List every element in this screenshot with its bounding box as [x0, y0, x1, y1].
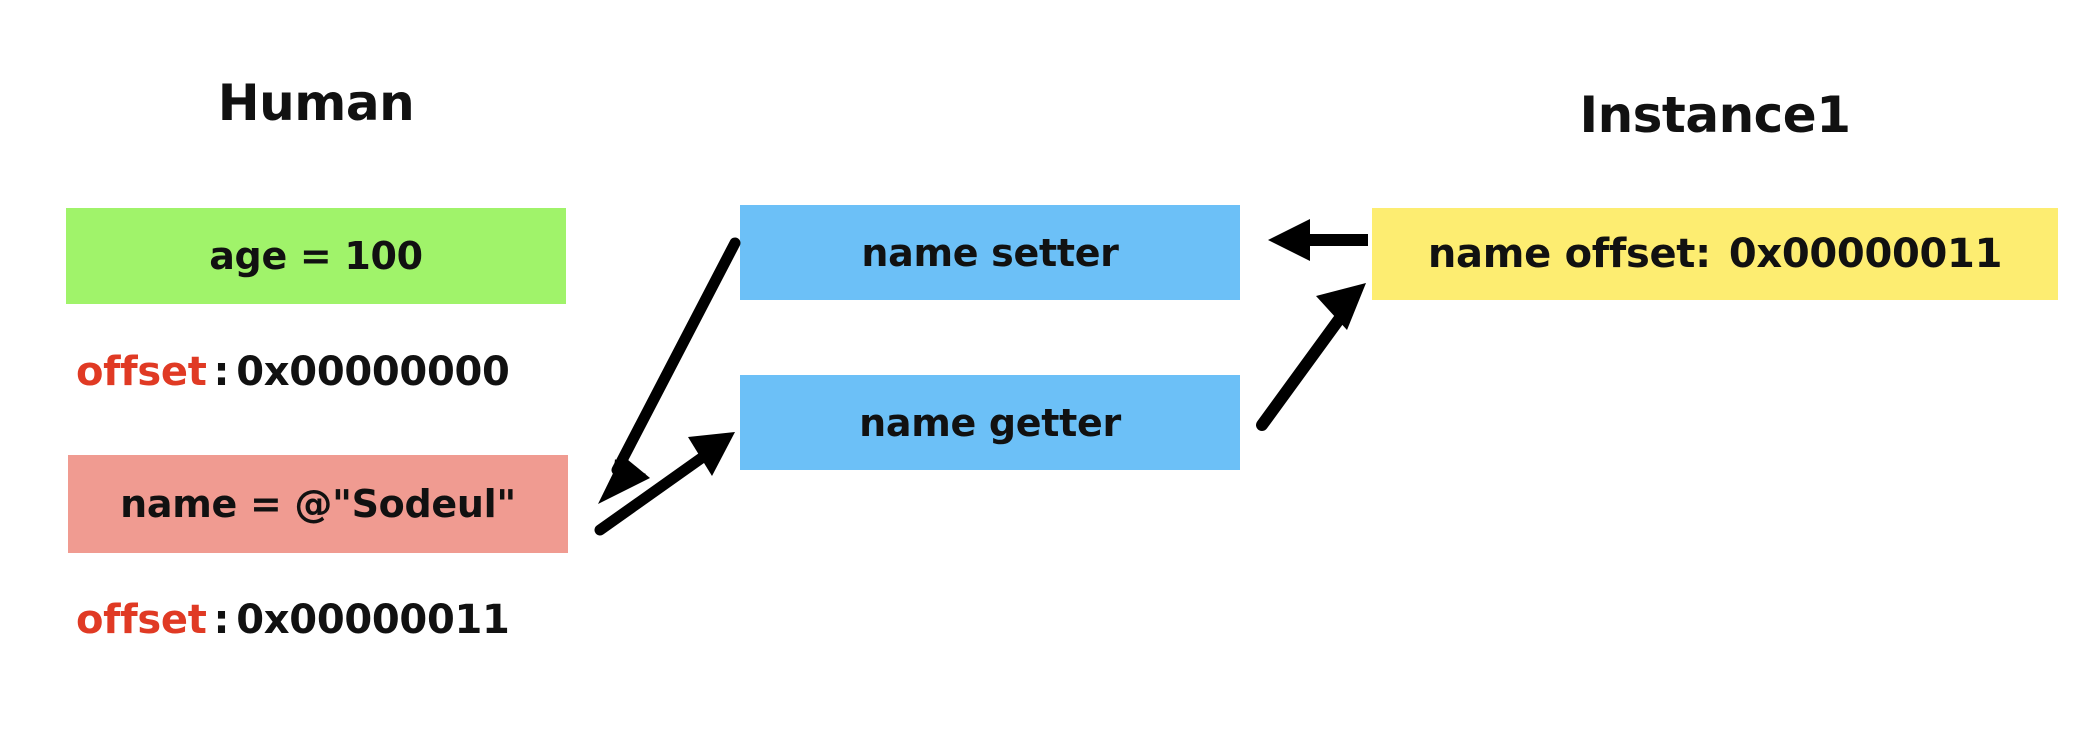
name-to-getter-arrow [594, 432, 735, 536]
age-offset-value: 0x00000000 [236, 349, 510, 395]
instance-to-setter-arrow [1268, 219, 1368, 261]
name-offset-box-label: name offset: [1427, 231, 1711, 277]
name-offset-separator: : [213, 597, 230, 643]
name-getter-box: name getter [740, 375, 1240, 470]
age-field-label: age = 100 [209, 234, 423, 278]
name-setter-box: name setter [740, 205, 1240, 300]
age-offset-label: offset [76, 349, 207, 395]
name-offset-box: name offset: 0x00000011 [1372, 208, 2058, 300]
name-offset-line: offset : 0x00000011 [76, 600, 510, 640]
name-field-label: name = @"Sodeul" [120, 482, 516, 526]
name-getter-label: name getter [859, 400, 1121, 445]
name-setter-label: name setter [861, 230, 1119, 275]
name-offset-value: 0x00000011 [236, 597, 510, 643]
getter-to-instance-arrow [1256, 283, 1366, 431]
page-title-human: Human [217, 74, 415, 132]
page-title-instance: Instance1 [1579, 86, 1851, 144]
name-offset-label: offset [76, 597, 207, 643]
age-offset-separator: : [213, 349, 230, 395]
age-offset-line: offset : 0x00000000 [76, 352, 510, 392]
name-field-box: name = @"Sodeul" [68, 455, 568, 553]
setter-to-name-arrow [598, 237, 741, 504]
name-offset-box-value: 0x00000011 [1728, 231, 2003, 277]
age-field-box: age = 100 [66, 208, 566, 304]
